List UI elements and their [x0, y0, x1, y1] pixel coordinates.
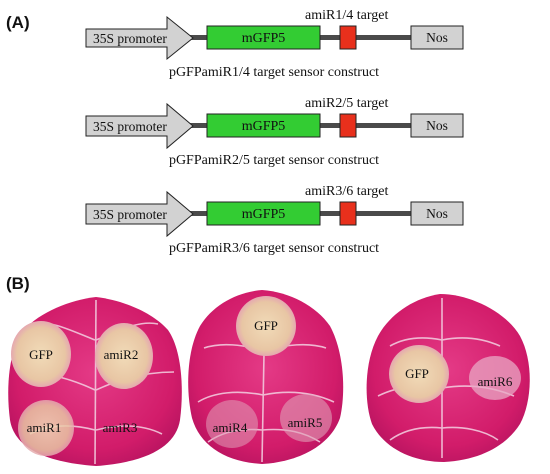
construct-caption: pGFPamiR3/6 target sensor construct — [169, 241, 379, 256]
spot-label: amiR6 — [478, 374, 513, 389]
spot-label: GFP — [254, 318, 278, 333]
promoter-arrow — [85, 15, 194, 61]
terminator-label: Nos — [426, 30, 448, 45]
terminator-label: Nos — [426, 206, 448, 221]
spot-label: amiR1 — [27, 420, 62, 435]
leaf-3: GFP amiR6 — [366, 294, 530, 462]
leaf-1: GFP amiR2 amiR1 amiR3 — [8, 297, 182, 466]
gene-label: mGFP5 — [242, 207, 286, 222]
spot-label: amiR5 — [288, 415, 323, 430]
terminator-box — [410, 113, 464, 138]
promoter-label: 35S promoter — [93, 119, 167, 134]
panel-a-label: (A) — [6, 13, 30, 32]
infiltration-spot — [11, 321, 71, 387]
spot-label: amiR2 — [104, 347, 139, 362]
terminator-box — [410, 201, 464, 226]
gene-label: mGFP5 — [242, 119, 286, 134]
target-box — [339, 201, 357, 226]
gene-box — [206, 113, 321, 138]
target-box — [339, 25, 357, 50]
terminator-label: Nos — [426, 118, 448, 133]
construct-3: 35S promoter mGFP5 amiR3/6 target Nos pG… — [85, 184, 464, 256]
leaf-2: GFP amiR4 amiR5 — [188, 290, 344, 464]
infiltration-spot — [18, 400, 74, 456]
spot-label: amiR4 — [213, 420, 248, 435]
infiltration-spot — [236, 296, 296, 356]
promoter-label: 35S promoter — [93, 207, 167, 222]
promoter-arrow — [85, 102, 194, 150]
target-label: amiR1/4 target — [305, 8, 388, 23]
construct-caption: pGFPamiR1/4 target sensor construct — [169, 65, 379, 80]
promoter-arrow — [85, 190, 194, 238]
infiltration-spot — [206, 400, 258, 448]
construct-caption: pGFPamiR2/5 target sensor construct — [169, 153, 379, 168]
target-label: amiR3/6 target — [305, 184, 388, 199]
infiltration-spot — [389, 345, 449, 403]
spot-label: GFP — [29, 347, 53, 362]
gene-label: mGFP5 — [242, 31, 286, 46]
panel-b-label: (B) — [6, 274, 30, 293]
construct-1: 35S promoter mGFP5 amiR1/4 target Nos pG… — [85, 8, 464, 80]
promoter-label: 35S promoter — [93, 31, 167, 46]
gene-box — [206, 25, 321, 50]
infiltration-spot — [469, 356, 521, 400]
terminator-box — [410, 25, 464, 50]
backbone-line — [180, 35, 463, 40]
target-box — [339, 113, 357, 138]
spot-label: amiR3 — [103, 420, 138, 435]
construct-2: 35S promoter mGFP5 amiR2/5 target Nos pG… — [85, 96, 464, 168]
infiltration-spot — [280, 394, 332, 442]
backbone-line — [180, 123, 463, 128]
spot-label: GFP — [405, 366, 429, 381]
backbone-line — [180, 211, 463, 216]
infiltration-spot — [95, 323, 153, 389]
gene-box — [206, 201, 321, 226]
target-label: amiR2/5 target — [305, 96, 388, 111]
